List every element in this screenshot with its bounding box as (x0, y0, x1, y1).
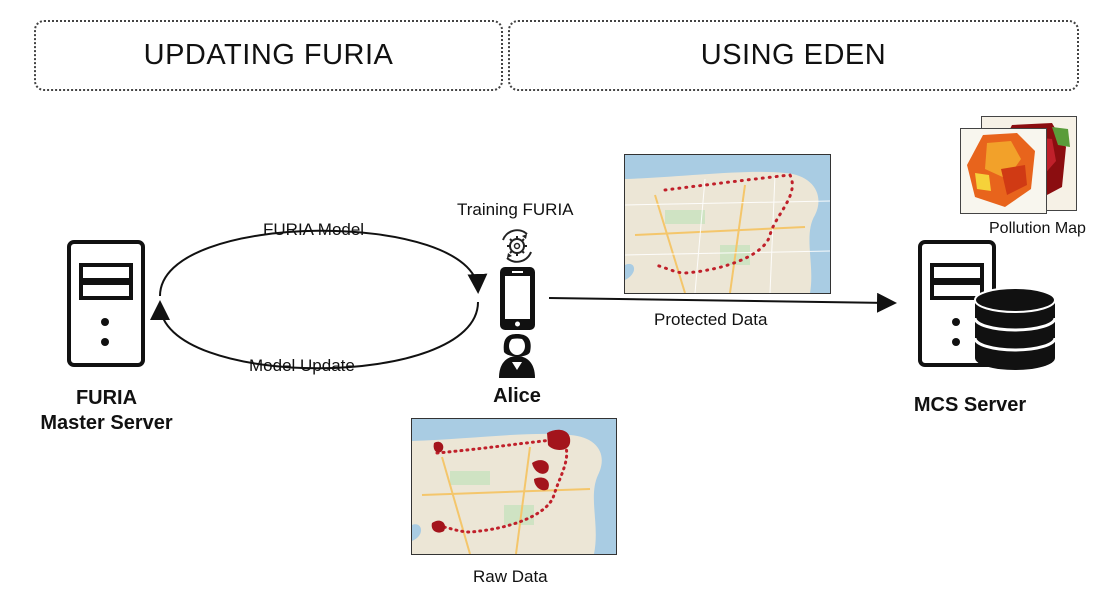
node-label-master-server: FURIA Master Server (24, 386, 189, 436)
section-using-eden-title: USING EDEN (700, 39, 887, 71)
smartphone-icon (500, 267, 535, 330)
node-label-alice: Alice (493, 385, 541, 407)
edge-label-model-update: Model Update (249, 356, 355, 375)
section-updating-furia-title: UPDATING FURIA (143, 39, 394, 71)
person-icon (499, 334, 535, 378)
edge-label-training-furia: Training FURIA (457, 200, 574, 219)
image-label-pollution-map: Pollution Map (989, 220, 1086, 237)
image-label-raw-data: Raw Data (473, 567, 548, 586)
node-label-master-server-line1: FURIA (75, 387, 138, 409)
database-icon (973, 287, 1057, 370)
raw-data-map (411, 418, 617, 555)
section-updating-furia: UPDATING FURIA (34, 20, 503, 91)
edge-label-furia-model: FURIA Model (263, 220, 365, 239)
gear-sync-icon (502, 229, 532, 263)
edge-label-protected-data: Protected Data (654, 310, 768, 329)
node-label-master-server-line2: Master Server (40, 412, 173, 434)
protected-data-arrow (548, 292, 897, 313)
section-using-eden: USING EDEN (508, 20, 1079, 91)
protected-data-map (624, 154, 831, 294)
pollution-map-front (960, 128, 1047, 214)
model-exchange-loop (150, 229, 488, 370)
server-icon (67, 240, 145, 367)
node-label-mcs-server: MCS Server (913, 394, 1027, 416)
